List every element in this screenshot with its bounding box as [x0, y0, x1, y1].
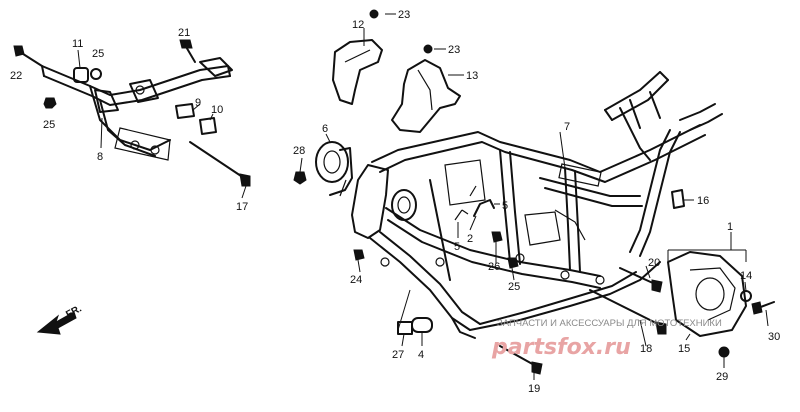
rubber-10	[199, 117, 217, 135]
bolt-21	[179, 39, 196, 63]
callout-24: 24	[350, 274, 362, 286]
callout-2: 2	[467, 233, 473, 245]
callout-18: 18	[640, 343, 652, 355]
nut-28	[293, 171, 307, 185]
clip-5	[469, 185, 477, 197]
hose-2	[473, 199, 495, 217]
horn	[315, 141, 353, 197]
collar-4	[411, 317, 433, 333]
clamp-5	[454, 209, 469, 221]
cover-12	[332, 39, 383, 105]
callout-14: 14	[740, 270, 752, 282]
callout-9: 9	[195, 97, 201, 109]
callout-1: 1	[727, 221, 733, 233]
nut-24	[353, 249, 365, 261]
callout-27: 27	[392, 349, 404, 361]
cover-13	[391, 59, 461, 133]
collar-25	[90, 68, 102, 80]
bolt-20	[619, 267, 663, 293]
watermark-tagline: ЗАПЧАСТИ И АКСЕССУАРЫ ДЛЯ МОТОТЕХНИКИ	[497, 318, 722, 329]
collar-9	[175, 103, 195, 119]
callout-26: 26	[488, 261, 500, 273]
callout-30: 30	[768, 331, 780, 343]
callout-19: 19	[528, 383, 540, 395]
callout-12: 12	[352, 19, 364, 31]
callout-25a: 25	[92, 48, 104, 60]
callout-17: 17	[236, 201, 248, 213]
callout-20: 20	[648, 257, 660, 269]
callout-5b: 5	[502, 200, 508, 212]
footpeg-bracket-assembly	[41, 57, 233, 161]
callout-15: 15	[678, 343, 690, 355]
nut-25-center	[507, 257, 519, 269]
callout-10: 10	[211, 104, 223, 116]
callout-23b: 23	[448, 44, 460, 56]
callout-5a: 5	[454, 241, 460, 253]
callout-28: 28	[293, 145, 305, 157]
bolt-29	[718, 346, 730, 358]
bolt-22	[13, 45, 43, 67]
bolt-18	[589, 289, 667, 335]
callout-11: 11	[72, 38, 83, 50]
rubber-11	[73, 67, 89, 83]
nut-25	[43, 97, 57, 109]
side-cover-assembly	[667, 251, 747, 337]
callout-13: 13	[466, 70, 478, 82]
front-direction-arrow: FR.	[36, 303, 84, 335]
leader-lines	[77, 13, 769, 380]
callout-21: 21	[178, 27, 190, 39]
callout-29: 29	[716, 371, 728, 383]
clip-16	[671, 189, 685, 209]
callout-numbers: 1 2 4 5 5 6 7 8 9 10 11 12 13 14 15 16 1…	[10, 9, 780, 395]
bolt-17	[189, 141, 251, 187]
callout-25c: 25	[508, 281, 520, 293]
main-frame	[351, 71, 723, 339]
callout-8: 8	[97, 151, 103, 163]
screw-23a	[369, 9, 379, 19]
callout-6: 6	[322, 123, 328, 135]
nut-26	[491, 231, 503, 243]
callout-7: 7	[564, 121, 570, 133]
callout-16: 16	[697, 195, 709, 207]
bolt-30	[751, 301, 775, 315]
watermark-logo: partsfox.ru	[491, 335, 631, 360]
callout-22: 22	[10, 70, 22, 82]
bolt-19	[499, 345, 543, 375]
front-direction-label: FR.	[64, 303, 84, 320]
callout-25b: 25	[43, 119, 55, 131]
callout-23a: 23	[398, 9, 410, 21]
watermark: ЗАПЧАСТИ И АКСЕССУАРЫ ДЛЯ МОТОТЕХНИКИ pa…	[491, 318, 722, 360]
front-direction-arrow-icon	[36, 311, 77, 335]
screw-23b	[423, 44, 433, 54]
callout-4: 4	[418, 349, 424, 361]
